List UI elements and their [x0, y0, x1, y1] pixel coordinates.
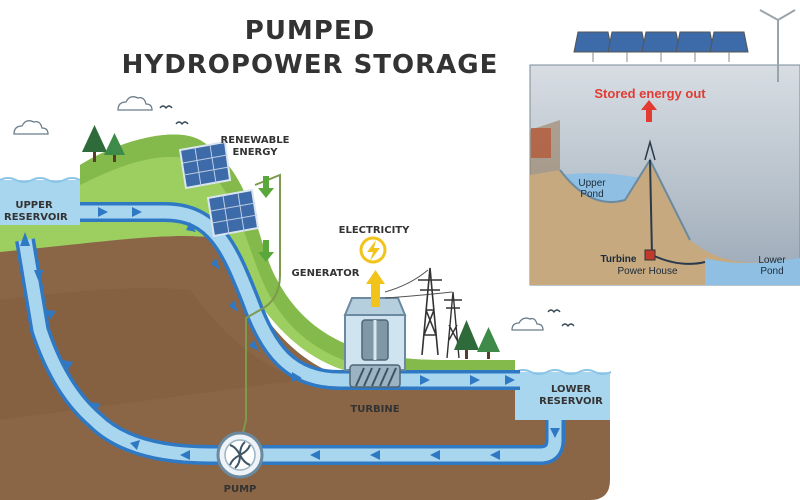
lightning-icon	[359, 236, 387, 264]
upper-reservoir-surface	[0, 177, 81, 183]
inset-label-turbine: Turbine	[600, 254, 637, 265]
solar-panel-icon	[178, 140, 232, 190]
tree-icon-2	[454, 320, 500, 359]
lower-reservoir-water	[515, 372, 610, 420]
cloud-icon	[13, 96, 544, 331]
label-renewable-energy: RENEWABLE ENERGY	[220, 135, 290, 158]
label-turbine: TURBINE	[350, 404, 400, 415]
power-pylon-icon	[418, 267, 442, 356]
pump-icon	[216, 431, 264, 479]
tree-icon	[82, 125, 125, 162]
label-generator: GENERATOR	[291, 268, 360, 279]
turbine-house	[343, 297, 407, 388]
power-lines	[384, 269, 453, 299]
power-pylon-icon-2	[444, 291, 462, 359]
inset-label-power-house: Power House	[617, 266, 678, 277]
lower-reservoir-surface	[514, 369, 612, 375]
down-arrow-1	[258, 176, 274, 198]
solar-panel-icon-2	[206, 188, 260, 238]
return-flow-arrows	[20, 232, 560, 460]
label-electricity: ELECTRICITY	[338, 225, 410, 236]
electricity-arrow	[366, 270, 385, 307]
title-line-1: PUMPED	[244, 16, 376, 46]
label-upper-reservoir: UPPER RESERVOIR	[4, 200, 68, 223]
wind-turbine-icon	[759, 9, 796, 82]
inset-panel	[529, 64, 800, 286]
label-lower-reservoir: LOWER RESERVOIR	[539, 384, 603, 407]
inset-label-upper-pond: Upper Pond	[578, 178, 606, 200]
down-arrow-2	[258, 240, 274, 262]
bird-icon	[159, 105, 575, 328]
hill-grass-dark	[80, 134, 515, 375]
inset-label-lower-pond: Lower Pond	[758, 255, 786, 277]
penstock-pipe-inner	[80, 205, 520, 387]
inset-label-stored-energy-out: Stored energy out	[594, 86, 706, 101]
penstock-flow-arrows	[98, 207, 515, 385]
inset-solar-panels	[573, 31, 749, 62]
label-pump: PUMP	[223, 484, 257, 495]
title-line-2: HYDROPOWER STORAGE	[121, 50, 499, 80]
